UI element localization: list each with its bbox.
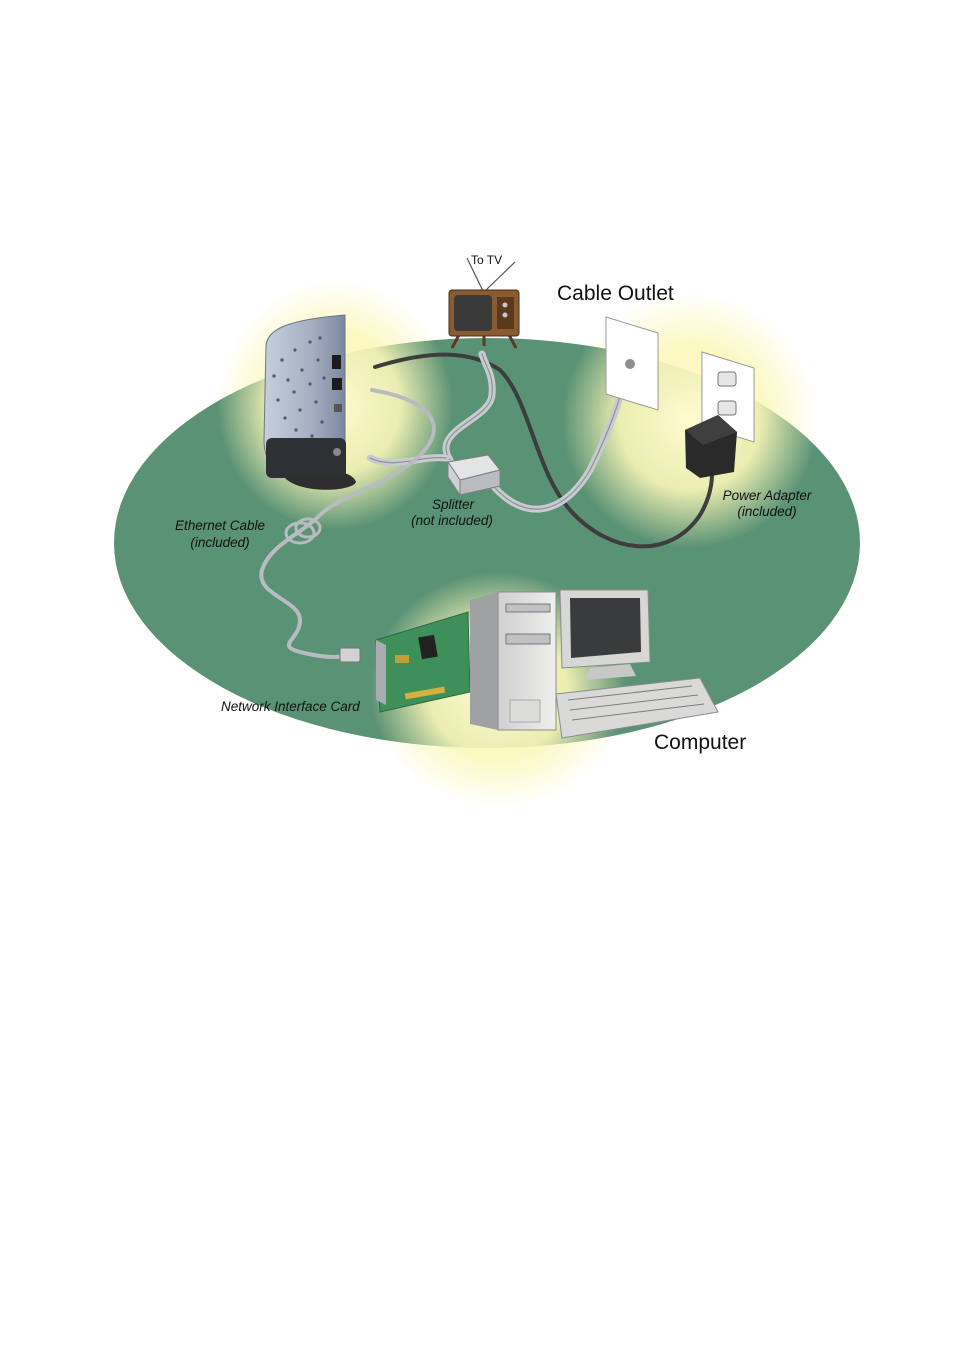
label-cable-outlet: Cable Outlet — [557, 282, 674, 305]
label-splitter: Splitter — [432, 497, 475, 512]
label-computer: Computer — [654, 731, 746, 754]
label-splitter-note: (not included) — [411, 513, 493, 528]
cable-modem — [263, 314, 356, 490]
label-power-adapter: Power Adapter — [723, 488, 812, 503]
power-adapter — [685, 415, 737, 478]
cable-outlet — [605, 316, 659, 411]
ethernet-cable-path — [259, 388, 436, 659]
television — [448, 257, 520, 349]
power-cable — [373, 352, 715, 549]
splitter — [447, 454, 501, 497]
label-to-tv: To TV — [471, 253, 502, 267]
label-ethernet-cable-note: (included) — [190, 535, 249, 550]
label-ethernet-cable: Ethernet Cable — [175, 518, 265, 533]
cables — [259, 350, 715, 659]
label-power-adapter-note: (included) — [737, 504, 796, 519]
computer — [470, 589, 719, 739]
label-network-interface-card: Network Interface Card — [221, 699, 360, 714]
